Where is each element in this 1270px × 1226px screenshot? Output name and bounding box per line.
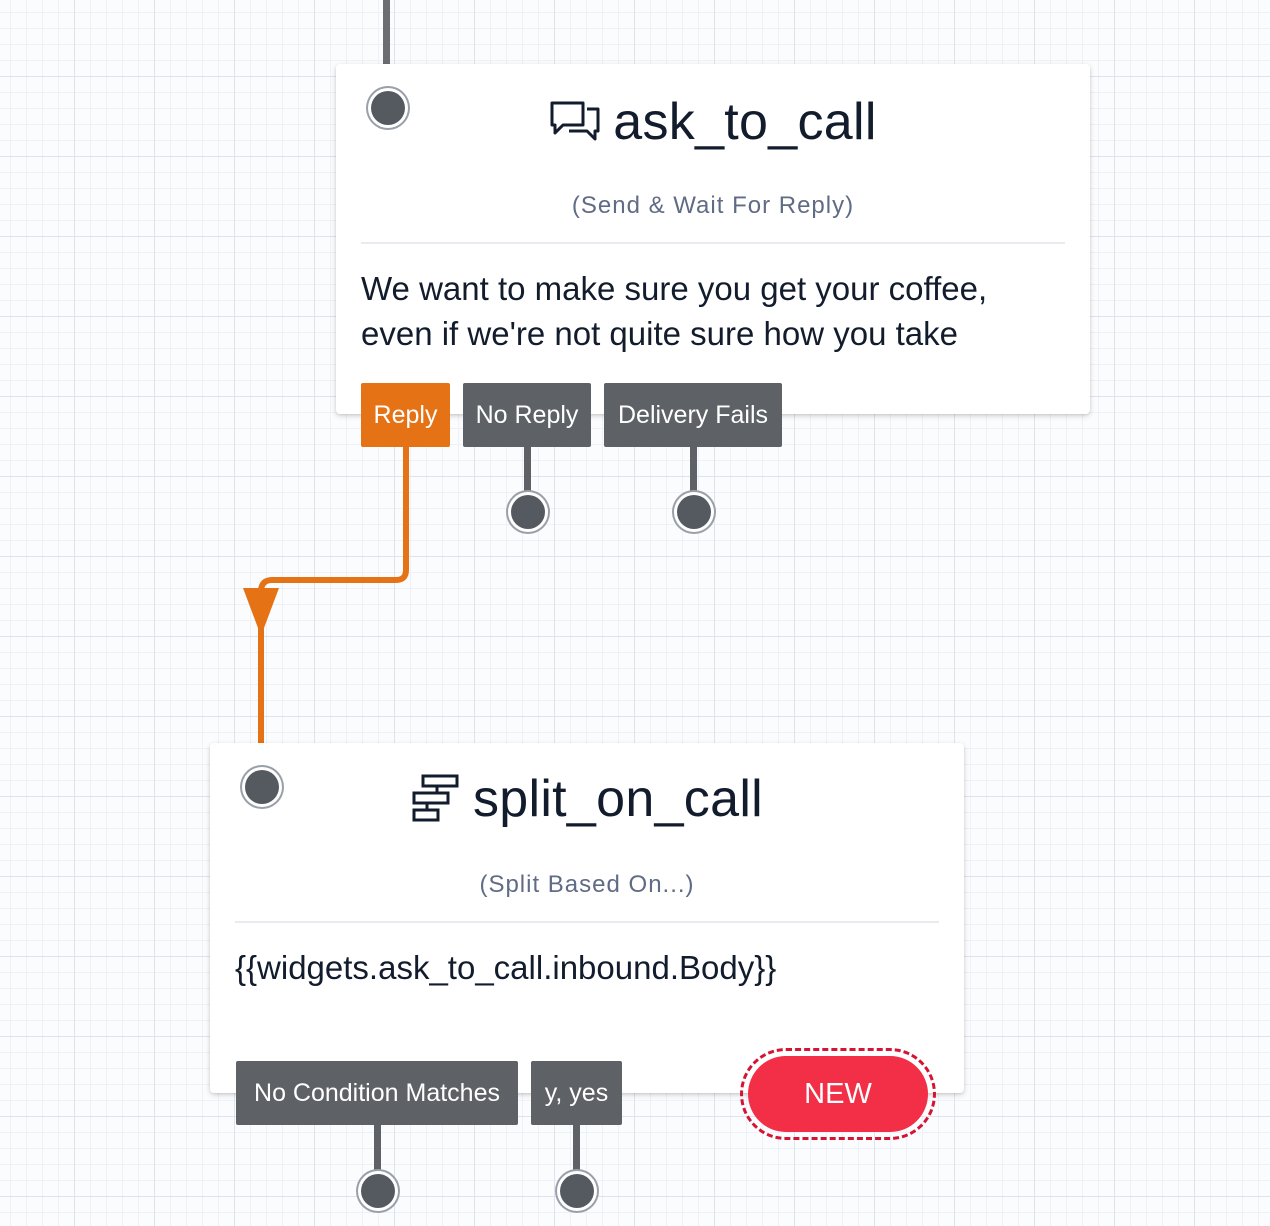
new-transition-button[interactable]: NEW	[740, 1048, 936, 1140]
delivery-fails-wire	[690, 446, 697, 498]
reply-wire-arrow	[243, 588, 279, 636]
yes-output-port[interactable]	[560, 1174, 594, 1208]
yes-wire	[573, 1124, 580, 1176]
widget-message-body: We want to make sure you get your coffee…	[361, 266, 1071, 356]
widget-input-port[interactable]	[371, 91, 405, 125]
transition-no-condition-matches[interactable]: No Condition Matches	[236, 1061, 518, 1125]
transition-no-reply[interactable]: No Reply	[463, 383, 591, 447]
transition-y-yes[interactable]: y, yes	[531, 1061, 622, 1125]
widget-divider	[361, 242, 1065, 244]
widget-split-variable: {{widgets.ask_to_call.inbound.Body}}	[235, 949, 777, 986]
widget-ask-to-call[interactable]: ask_to_call (Send & Wait For Reply) We w…	[336, 64, 1090, 414]
chat-bubbles-icon	[550, 101, 600, 141]
widget-type-label: (Split Based On...)	[479, 871, 695, 898]
new-transition-label: NEW	[748, 1056, 928, 1132]
incoming-wire-top	[383, 0, 390, 92]
transition-reply[interactable]: Reply	[361, 383, 450, 447]
widget-input-port[interactable]	[245, 770, 279, 804]
no-reply-output-port[interactable]	[511, 495, 545, 529]
widget-divider	[235, 921, 939, 923]
message-line-1: We want to make sure you get your coffee…	[361, 270, 988, 307]
widget-type-label: (Send & Wait For Reply)	[571, 192, 855, 219]
reply-wire[interactable]	[258, 446, 409, 745]
widget-title: ask_to_call	[613, 93, 877, 151]
widget-title-row: split_on_call	[210, 769, 964, 829]
message-line-2: even if we're not quite sure how you tak…	[361, 315, 958, 352]
transition-delivery-fails[interactable]: Delivery Fails	[604, 383, 782, 447]
split-branch-icon	[412, 774, 459, 822]
widget-title-row: ask_to_call	[336, 92, 1090, 152]
delivery-fails-output-port[interactable]	[677, 495, 711, 529]
no-condition-wire	[374, 1124, 381, 1176]
widget-split-on-call[interactable]: split_on_call (Split Based On...) {{widg…	[210, 743, 964, 1093]
no-reply-wire	[524, 446, 531, 498]
widget-title: split_on_call	[472, 770, 764, 828]
no-condition-output-port[interactable]	[361, 1174, 395, 1208]
